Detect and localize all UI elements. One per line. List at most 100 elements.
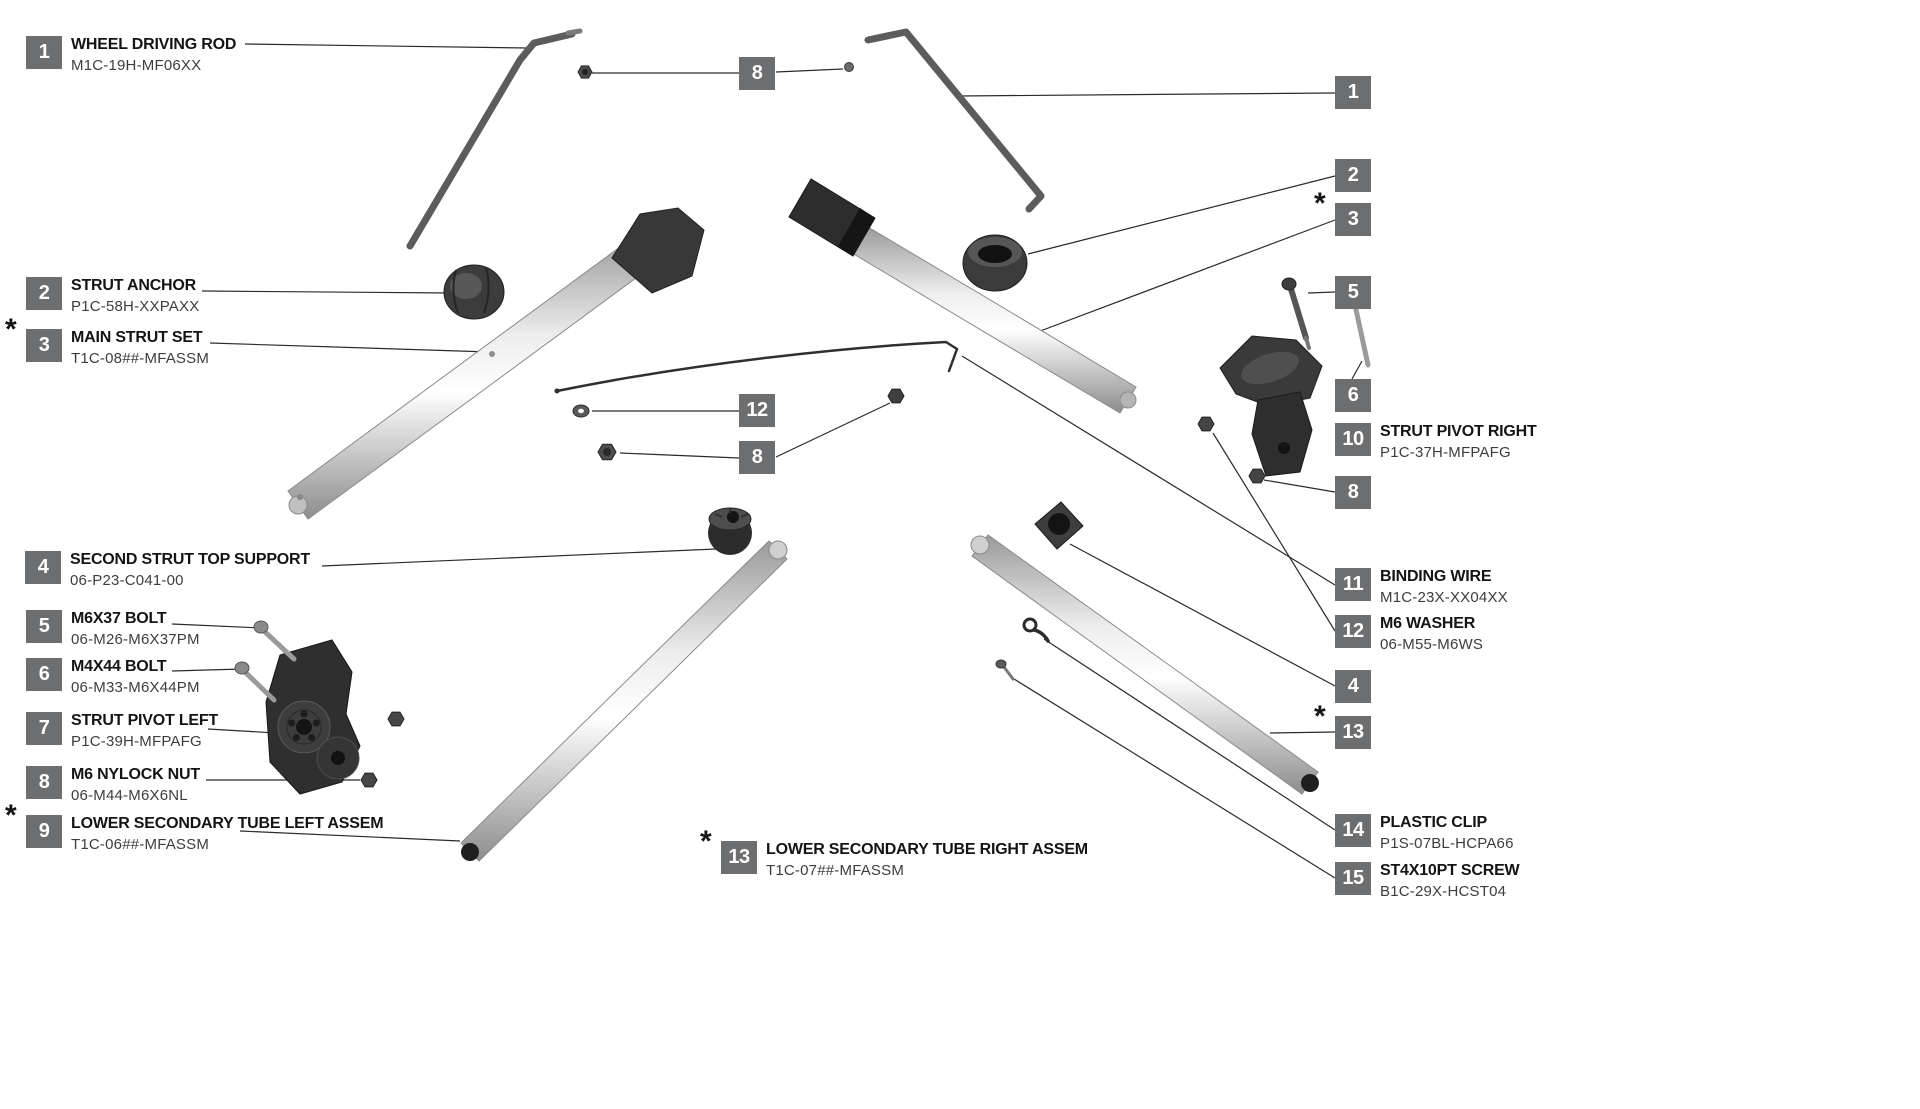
asterisk-mark: * — [700, 825, 712, 858]
callout-number: 12 — [1335, 615, 1371, 648]
part-code: 06-M44-M6X6NL — [71, 787, 188, 804]
callout-m6x37-bolt: 5 M6X37 BOLT 06-M26-M6X37PM — [26, 610, 200, 650]
rod-hex-nut-part — [577, 65, 593, 79]
m6-nylock-nut-part — [597, 443, 617, 461]
strut-anchor-part — [443, 264, 505, 320]
callout-number: 14 — [1335, 814, 1371, 847]
callout-second-strut-top-support: 4 SECOND STRUT TOP SUPPORT 06-P23-C041-0… — [25, 551, 310, 591]
part-name: STRUT PIVOT RIGHT — [1380, 423, 1537, 440]
strut-pivot-right-part — [1219, 335, 1323, 477]
callout-number: 13 — [1335, 716, 1371, 749]
callout-m6-washer: 12 M6 WASHER 06-M55-M6WS — [1335, 615, 1483, 655]
callout-number: 5 — [1335, 276, 1371, 309]
strut-anchor-ring-part — [962, 234, 1028, 292]
part-name: WHEEL DRIVING ROD — [71, 36, 237, 53]
part-code: 06-M55-M6WS — [1380, 636, 1484, 653]
callout-number: 9 — [26, 815, 62, 848]
part-name: M6X37 BOLT — [71, 610, 167, 627]
callout-m6-nylock-nut: 8 M6 NYLOCK NUT 06-M44-M6X6NL — [26, 766, 200, 806]
callout-right-2: 2 — [1335, 159, 1371, 192]
main-strut-part — [287, 207, 705, 520]
callout-number: 11 — [1335, 568, 1371, 601]
callout-right-3: * 3 — [1314, 189, 1371, 236]
callout-strut-pivot-left: 7 STRUT PIVOT LEFT P1C-39H-MFPAFG — [26, 712, 218, 752]
part-name: M6 WASHER — [1380, 615, 1476, 632]
second-strut-top-support-part — [708, 507, 752, 555]
callout-lower-secondary-tube-right: * 13 LOWER SECONDARY TUBE RIGHT ASSEM T1… — [700, 827, 1088, 881]
part-code: P1S-07BL-HCPA66 — [1380, 835, 1514, 852]
part-code: B1C-29X-HCST04 — [1380, 883, 1507, 900]
callout-number: 7 — [26, 712, 62, 745]
part-name: ST4X10PT SCREW — [1380, 862, 1520, 879]
callout-center-12: 12 — [739, 394, 775, 427]
plastic-clip-part — [1022, 617, 1050, 643]
callout-right-8: 8 — [1335, 476, 1371, 509]
binding-wire-part — [554, 340, 959, 394]
callout-main-strut-set: * 3 MAIN STRUT SET T1C-08##-MFASSM — [5, 315, 210, 369]
part-name: M4X44 BOLT — [71, 658, 167, 675]
strut-pivot-left-part — [265, 639, 361, 795]
callout-right-5: 5 — [1335, 276, 1371, 309]
part-name: STRUT ANCHOR — [71, 277, 196, 294]
wheel-driving-rod-right-part — [844, 28, 1045, 213]
callout-number: 8 — [26, 766, 62, 799]
part-name: BINDING WIRE — [1380, 568, 1492, 585]
m6x37-bolt-right-part — [1281, 277, 1311, 350]
second-strut-top-support-right-part — [1034, 501, 1084, 550]
washer-nut-right-part — [1197, 416, 1266, 484]
callout-plastic-clip: 14 PLASTIC CLIP P1S-07BL-HCPA66 — [1335, 814, 1514, 854]
part-name: STRUT PIVOT LEFT — [71, 712, 219, 729]
callout-center-8-top: 8 — [739, 57, 775, 90]
part-code: P1C-37H-MFPAFG — [1380, 444, 1511, 461]
part-code: T1C-06##-MFASSM — [71, 836, 210, 853]
part-code: T1C-07##-MFASSM — [766, 862, 905, 879]
part-code: P1C-39H-MFPAFG — [71, 733, 202, 750]
main-strut-tube-right-part — [788, 178, 1137, 414]
callout-number: 8 — [739, 441, 775, 474]
m4x44-bolt-left-part — [234, 661, 277, 703]
part-code: P1C-58H-XXPAXX — [71, 298, 200, 315]
callout-number: 1 — [26, 36, 62, 69]
leader-lines — [171, 43, 1363, 879]
callout-wheel-driving-rod: 1 WHEEL DRIVING ROD M1C-19H-MF06XX — [26, 36, 236, 76]
callout-number: 15 — [1335, 862, 1371, 895]
asterisk-mark: * — [1314, 700, 1326, 733]
part-name: MAIN STRUT SET — [71, 329, 203, 346]
callout-strut-anchor: 2 STRUT ANCHOR P1C-58H-XXPAXX — [26, 277, 199, 317]
callout-right-4: 4 — [1335, 670, 1371, 703]
callout-number: 1 — [1335, 76, 1371, 109]
callout-number: 3 — [26, 329, 62, 362]
callout-number: 13 — [721, 841, 757, 874]
part-code: 06-M33-M6X44PM — [71, 679, 200, 696]
asterisk-mark: * — [1314, 187, 1326, 220]
wheel-driving-rod-left-part — [406, 28, 583, 250]
callout-number: 2 — [26, 277, 62, 310]
m6-washer-part — [572, 404, 590, 418]
part-code: 06-M26-M6X37PM — [71, 631, 200, 648]
part-name: SECOND STRUT TOP SUPPORT — [70, 551, 310, 568]
lower-secondary-tube-right-part — [970, 534, 1319, 795]
callout-right-13: * 13 — [1314, 702, 1371, 749]
callout-center-8-mid: 8 — [739, 441, 775, 474]
part-name: LOWER SECONDARY TUBE RIGHT ASSEM — [766, 841, 1088, 858]
callout-binding-wire: 11 BINDING WIRE M1C-23X-XX04XX — [1335, 568, 1508, 608]
m6x37-bolt-left-part — [253, 620, 297, 662]
callout-number: 4 — [1335, 670, 1371, 703]
part-code: M1C-19H-MF06XX — [71, 57, 202, 74]
nut-near-wire-part — [887, 388, 905, 404]
part-code: M1C-23X-XX04XX — [1380, 589, 1508, 606]
part-code: T1C-08##-MFASSM — [71, 350, 210, 367]
part-name: PLASTIC CLIP — [1380, 814, 1487, 831]
callout-lower-secondary-tube-left: * 9 LOWER SECONDARY TUBE LEFT ASSEM T1C-… — [5, 801, 384, 855]
asterisk-mark: * — [5, 799, 17, 832]
nylock-nuts-left-part — [360, 711, 405, 788]
callout-right-1: 1 — [1335, 76, 1371, 109]
callout-right-6: 6 — [1335, 379, 1371, 412]
callout-number: 5 — [26, 610, 62, 643]
callout-number: 3 — [1335, 203, 1371, 236]
part-name: M6 NYLOCK NUT — [71, 766, 200, 783]
lower-secondary-tube-left-part — [460, 540, 788, 862]
asterisk-mark: * — [5, 313, 17, 346]
callout-number: 8 — [1335, 476, 1371, 509]
